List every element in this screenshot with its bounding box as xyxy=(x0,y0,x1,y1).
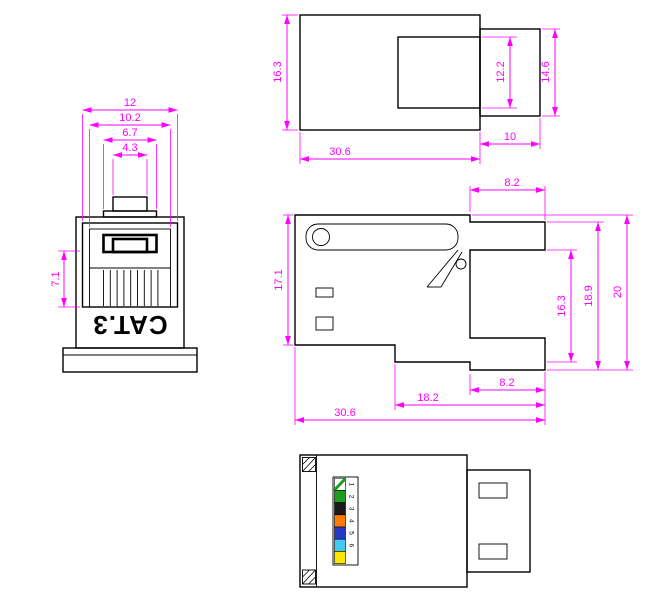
side-dim-lower-length: 18.2 xyxy=(394,364,545,410)
side-pivot-hole xyxy=(312,228,330,246)
side-dim-body-height: 16.3 xyxy=(547,249,577,363)
front-latch-collar xyxy=(102,210,158,218)
side-dim-nose-top-length: 8.2 xyxy=(469,177,546,220)
dim-text-30-6-side: 30.6 xyxy=(334,407,355,419)
front-dim-port-height: 7.1 xyxy=(50,250,80,308)
wire-num-2: 2 xyxy=(347,495,354,499)
wire-strip-frame xyxy=(332,476,359,566)
rear-view: 1 2 3 4 5 6 xyxy=(299,454,531,588)
wire-color-3 xyxy=(334,502,346,516)
side-window-2 xyxy=(315,316,334,331)
top-dim-body-length: 30.6 xyxy=(299,132,480,164)
rear-nose xyxy=(466,469,531,573)
side-window-1 xyxy=(315,287,334,298)
top-view: 16.3 12.2 14.6 10 30.6 xyxy=(272,14,560,164)
side-detent-bump xyxy=(455,258,467,270)
wire-num-6: 6 xyxy=(347,543,354,547)
dim-text-18-2: 18.2 xyxy=(417,392,438,404)
wire-color-2 xyxy=(334,490,346,503)
dim-text-30-6-top: 30.6 xyxy=(329,146,350,158)
top-dim-body-width: 16.3 xyxy=(272,14,298,131)
dim-text-8-2-bottom: 8.2 xyxy=(499,377,514,389)
side-outline xyxy=(294,214,546,371)
front-contact-comb xyxy=(89,267,171,306)
dim-text-16-3-side: 16.3 xyxy=(556,295,568,316)
top-dim-opening-width: 12.2 xyxy=(482,36,517,109)
front-plug-slot xyxy=(102,233,158,254)
rear-slot-bottom xyxy=(478,543,508,560)
rear-body xyxy=(299,454,468,588)
side-dim-overall-height: 20 xyxy=(472,214,633,370)
wire-num-1: 1 xyxy=(347,482,354,486)
side-dim-body-length: 30.6 xyxy=(294,347,545,425)
wire-num-4: 4 xyxy=(347,519,354,523)
dim-text-10: 10 xyxy=(504,131,516,143)
side-latch-diagonal-2 xyxy=(440,251,463,288)
part-category-label: CAT.3 xyxy=(92,310,167,340)
dim-text-17-1: 17.1 xyxy=(273,269,285,290)
rear-hatch-top xyxy=(302,457,316,472)
top-body xyxy=(299,14,481,131)
wire-color-1-stripe xyxy=(333,477,347,492)
side-dim-left-height: 17.1 xyxy=(273,214,293,346)
top-opening xyxy=(397,36,481,109)
front-plug-tab-slot xyxy=(111,237,149,254)
dim-text-14-6: 14.6 xyxy=(540,61,552,82)
wire-color-5 xyxy=(334,526,346,540)
dim-text-18-9: 18.9 xyxy=(583,285,595,306)
front-dim-width-slot: 6.7 xyxy=(103,127,157,209)
rear-hatch-bottom xyxy=(302,569,316,585)
rear-slot-top xyxy=(478,482,508,499)
dim-text-7-1: 7.1 xyxy=(50,271,62,286)
dim-text-8-2-top: 8.2 xyxy=(504,177,519,189)
dim-text-4-3: 4.3 xyxy=(122,142,137,154)
side-dim-mid-height: 18.9 xyxy=(547,221,633,371)
dim-text-12: 12 xyxy=(124,97,136,109)
dim-text-20: 20 xyxy=(612,286,624,298)
dim-text-6-7: 6.7 xyxy=(122,127,137,139)
front-latch-tab xyxy=(112,196,148,212)
rear-wire-color-strip: 1 2 3 4 5 6 xyxy=(332,476,359,566)
wire-color-4 xyxy=(334,514,346,528)
dim-text-10-2: 10.2 xyxy=(119,112,140,124)
front-dim-width-tab: 4.3 xyxy=(112,142,148,195)
front-flange xyxy=(62,347,198,373)
dim-text-16-3-top: 16.3 xyxy=(272,61,284,82)
top-dim-nose-width: 14.6 xyxy=(540,28,560,117)
wire-num-5: 5 xyxy=(347,531,354,535)
dim-text-12-2: 12.2 xyxy=(495,61,507,82)
side-latch-arm xyxy=(305,223,459,251)
wire-num-3: 3 xyxy=(347,507,354,511)
side-dim-nose-bottom-length: 8.2 xyxy=(469,372,546,425)
front-view: CAT.3 12 10.2 6.7 4.3 xyxy=(50,97,198,373)
side-latch-diagonal-1 xyxy=(426,249,459,288)
wire-color-7 xyxy=(334,551,346,564)
wire-color-6 xyxy=(334,538,346,552)
side-view: 8.2 17.1 16.3 18.9 20 xyxy=(273,177,633,425)
top-dim-nose-length: 10 xyxy=(479,118,541,164)
front-dim-width-step: 10.2 xyxy=(89,112,171,227)
front-dim-width-overall: 12 xyxy=(82,97,178,221)
